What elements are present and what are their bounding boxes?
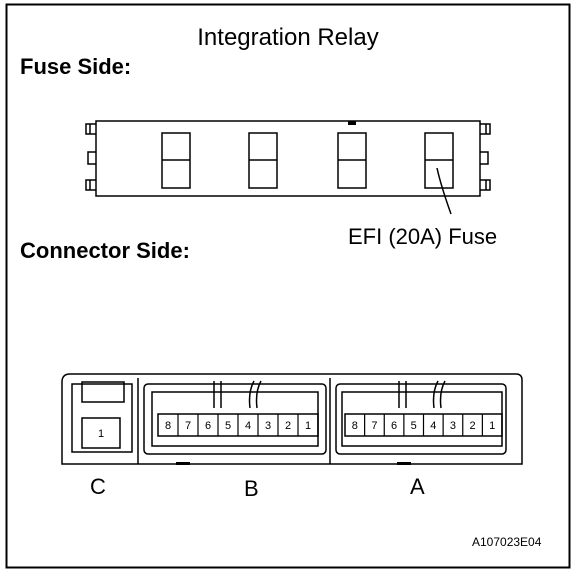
- fuse-slot-efi: [424, 132, 454, 189]
- connector-a-pin-1: 1: [489, 420, 495, 432]
- fuse-block-body: [95, 120, 481, 197]
- outer-frame: [5, 3, 571, 569]
- connector-a-pin-2: 2: [470, 420, 476, 432]
- fuse-slot-2: [248, 132, 278, 189]
- connector-side-heading: Connector Side:: [20, 238, 190, 263]
- connector-b-pin-1: 1: [305, 420, 311, 432]
- fuse-block: [85, 120, 491, 197]
- fuse-block-right-clip-mid: [480, 151, 489, 165]
- connector-b-pin-7: 7: [185, 420, 191, 432]
- connector-b-pin-4: 4: [245, 420, 251, 432]
- connector-c: [71, 381, 133, 453]
- connector-b-pin-6: 6: [205, 420, 211, 432]
- connector-a: [335, 380, 507, 455]
- connector-b-pin-3: 3: [265, 420, 271, 432]
- connector-a-pin-8: 8: [352, 420, 358, 432]
- fuse-block-right-clip-top: [480, 123, 491, 135]
- diagram-title: Integration Relay: [197, 24, 379, 51]
- connector-a-pin-7: 7: [371, 420, 377, 432]
- efi-callout-leader: [436, 167, 452, 215]
- fuse-block-left-clip-bottom: [85, 179, 96, 191]
- fuse-block-left-clip-top: [85, 123, 96, 135]
- connector-c-label: C: [90, 474, 106, 499]
- fuse-side-heading: Fuse Side:: [20, 54, 132, 79]
- efi-fuse-callout: EFI (20A) Fuse: [348, 224, 498, 249]
- connector-a-pin-4: 4: [430, 420, 436, 432]
- figure-code: A107023E04: [472, 535, 542, 549]
- connector-b-pin-8: 8: [165, 420, 171, 432]
- fuse-block-left-clip-mid: [87, 151, 96, 165]
- connector-a-label: A: [410, 474, 425, 499]
- connector-b-pin-5: 5: [225, 420, 231, 432]
- fuse-slot-3: [337, 121, 367, 189]
- connector-a-pin-6: 6: [391, 420, 397, 432]
- connector-b: [143, 380, 327, 455]
- fuse-slot-1: [161, 132, 191, 189]
- connector-b-pins: 8 7 6 5 4 3 2 1: [165, 414, 311, 436]
- connector-a-pin-5: 5: [411, 420, 417, 432]
- connector-b-label: B: [244, 476, 259, 501]
- connector-c-pin-1: 1: [98, 428, 104, 440]
- connector-housing-outline: [61, 373, 523, 465]
- connector-b-pin-2: 2: [285, 420, 291, 432]
- fuse-block-right-clip-bottom: [480, 179, 491, 191]
- connector-a-pin-3: 3: [450, 420, 456, 432]
- connector-a-pins: 8 7 6 5 4 3 2 1: [352, 414, 495, 436]
